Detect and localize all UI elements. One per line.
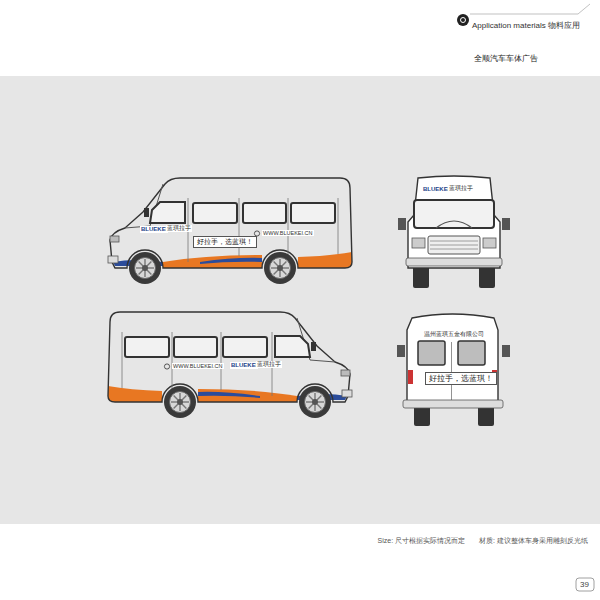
material-note: 材质: 建议整体车身采用雕刻反光纸	[479, 537, 588, 545]
section-heading: Application materials 物料应用	[472, 21, 580, 30]
company-name: 温州蓝琪五金有限公司	[423, 331, 485, 337]
footer-notes: Size: 尺寸根据实际情况而定 材质: 建议整体车身采用雕刻反光纸	[378, 537, 588, 545]
brand-name: 蓝琪拉手	[256, 361, 282, 368]
brand-logo: BLUEKEI	[230, 362, 258, 369]
website: WWW.BLUEKEI.CN	[172, 363, 224, 369]
van-side-left	[108, 178, 352, 284]
brand-name: 蓝琪拉手	[448, 185, 474, 192]
van-front	[398, 176, 510, 288]
brand-logo: BLUEKEI	[140, 226, 168, 233]
brand-name: 蓝琪拉手	[166, 225, 192, 232]
slogan: 好拉手，选蓝琪！	[425, 372, 497, 385]
van-back	[397, 314, 510, 426]
brand-logo: BLUEKEI	[422, 186, 450, 193]
page-number: 39	[580, 580, 589, 589]
gray-panel	[0, 76, 600, 524]
size-note: Size: 尺寸根据实际情况而定	[378, 537, 466, 545]
van-side-right	[108, 312, 352, 418]
page-number-box	[576, 578, 594, 591]
website: WWW.BLUEKEI.CN	[262, 230, 314, 236]
page-title: 全顺汽车车体广告	[474, 54, 538, 63]
web-icon	[164, 364, 169, 369]
slogan: 好拉手，选蓝琪！	[193, 236, 257, 248]
